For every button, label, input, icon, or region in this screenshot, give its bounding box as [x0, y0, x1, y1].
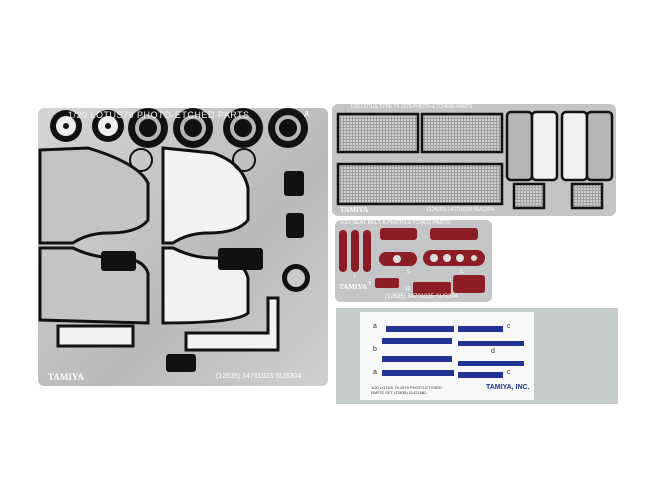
main-fret-marker: A	[304, 110, 310, 119]
decal-caption-line1: 1/20 LOTUS 79 1979 PHOTO-ETCHED	[371, 385, 442, 390]
decal-label-c: c	[507, 323, 511, 330]
main-fret-code: (12635) 14701023 SUS304	[216, 373, 302, 380]
decal-label-d: d	[491, 348, 495, 355]
main-fret-title: 1/20 LOTUS79 PHOTO-ETCHED PARTS	[68, 110, 250, 120]
part-number: 9	[368, 281, 371, 287]
grille-fret-code: (12635) 14701026 SUS304	[427, 207, 494, 213]
main-photo-etched-fret: 1/20 LOTUS79 PHOTO-ETCHED PARTS A TAMIYA…	[38, 108, 328, 386]
part-number: 5	[407, 269, 410, 275]
main-fret-parts	[38, 108, 310, 372]
part-number: 11	[459, 269, 465, 275]
decal-label-a: a	[373, 323, 377, 330]
wheel-parts	[50, 108, 310, 372]
decal-label-c: c	[507, 369, 511, 376]
decal-sheet: a b a c d c 1/20 LOTUS 79 1979 PHOTO-ETC…	[336, 308, 618, 404]
tamiya-logo: TAMIYA	[48, 372, 85, 382]
grille-fret-title: 1/20 LOTUS TYPE 79 1979 PHOTO-ETCHING PA…	[350, 104, 473, 110]
part-number: 1	[353, 274, 356, 280]
part-number: 10	[405, 286, 411, 292]
seatbelt-fret-code: (12635) 14701025 SUS304	[385, 294, 459, 300]
grille-photo-etched-fret: 1/20 LOTUS TYPE 79 1979 PHOTO-ETCHING PA…	[332, 104, 616, 216]
tamiya-inc-logo: TAMIYA, INC.	[486, 384, 530, 391]
tamiya-logo: TAMIYA	[340, 206, 369, 214]
grille-fret-parts	[336, 110, 614, 210]
decal-caption-line2: PARTS SET (12635) 11421582	[371, 390, 427, 395]
seatbelt-photo-etched-fret: 1/20 SEAT BELT A PHOTO-ETCHED PARTS TAMI…	[335, 220, 492, 302]
decal-label-a: a	[373, 369, 377, 376]
decal-label-b: b	[373, 346, 377, 353]
seatbelt-fret-parts	[339, 228, 485, 295]
seatbelt-decals	[382, 326, 524, 378]
seatbelt-fret-title: 1/20 SEAT BELT A PHOTO-ETCHED PARTS	[340, 220, 451, 226]
tamiya-logo: TAMIYA	[339, 283, 368, 291]
